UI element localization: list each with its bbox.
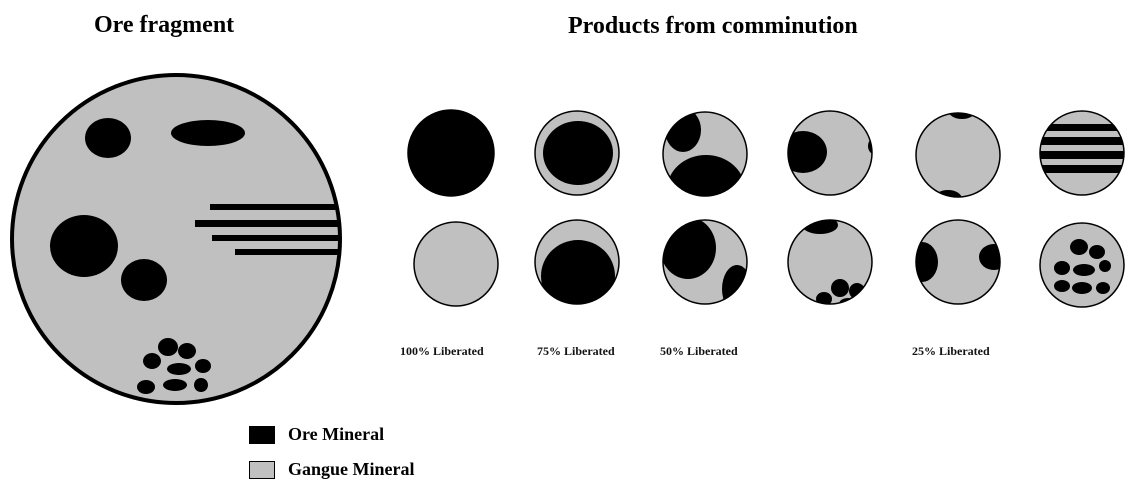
particle-banded [1039, 110, 1125, 196]
ore-swatch [249, 425, 275, 444]
ore-fragment [10, 73, 342, 405]
legend-label-gangue: Gangue Mineral [288, 459, 415, 479]
ore-band [235, 249, 340, 255]
gangue-swatch [249, 460, 275, 479]
ore-grain [121, 259, 167, 301]
ore-grain [171, 120, 245, 146]
particle-fully-ore [407, 109, 495, 197]
legend-label-ore: Ore Mineral [288, 424, 385, 444]
ore-band [195, 220, 340, 227]
liberation-label-50: 50% Liberated [660, 344, 738, 358]
ore-grain [85, 118, 131, 158]
ore-grain-cluster [137, 338, 211, 394]
legend-item-gangue: Gangue Mineral [249, 459, 415, 480]
legend-item-ore: Ore Mineral [249, 424, 384, 445]
particle-bottom-grain [534, 219, 620, 305]
ore-fragment-title: Ore fragment [94, 12, 235, 38]
particle-side-grains [915, 219, 1001, 305]
liberation-label-100: 100% Liberated [400, 344, 484, 358]
ore-vein-bands [195, 204, 340, 255]
liberation-label-25: 25% Liberated [912, 344, 990, 358]
particle-two-side-grains [662, 219, 748, 305]
particle-scattered-grains [787, 219, 873, 305]
particle-small-caps [915, 112, 1001, 198]
particle-fully-gangue [413, 221, 499, 307]
particle-ore-core [534, 110, 620, 196]
ore-band [212, 235, 340, 241]
particle-two-grains [662, 111, 748, 197]
products-title: Products from comminution [568, 13, 858, 39]
particle-cluster [1039, 222, 1125, 308]
particle-edge-grain [787, 110, 873, 196]
ore-band [210, 204, 340, 210]
ore-grain [50, 215, 118, 277]
liberation-label-75: 75% Liberated [537, 344, 615, 358]
